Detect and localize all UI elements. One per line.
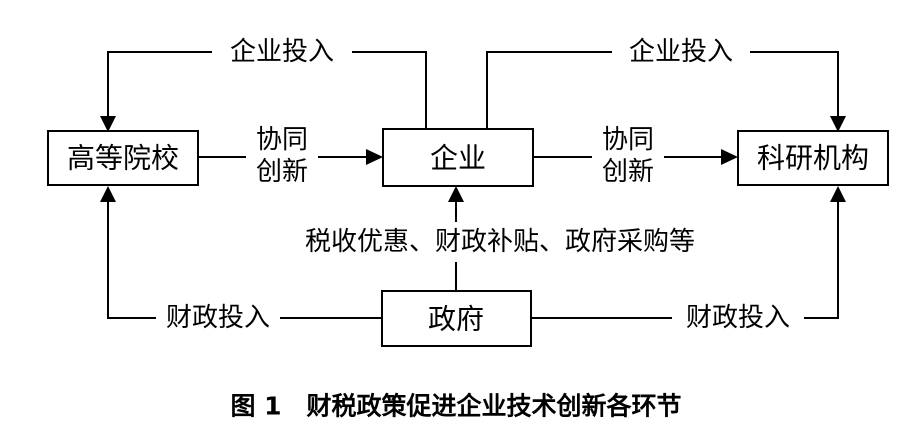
label-enterprise-to-universities: 企业投入 (230, 37, 334, 67)
edge-enterprise-to-universities-left (107, 51, 212, 118)
label-government-to-research: 财政投入 (686, 303, 790, 333)
node-research: 科研机构 (737, 130, 889, 186)
edge-government-to-universities-b (107, 200, 156, 319)
edge-enterprise-to-research (486, 51, 612, 128)
node-government: 政府 (381, 290, 532, 347)
node-universities-label: 高等院校 (67, 142, 179, 175)
label-enterprise-to-research: 企业投入 (629, 37, 733, 67)
edge-enterprise-to-research-right (750, 51, 839, 118)
node-universities: 高等院校 (47, 130, 199, 186)
figure-caption: 图 1 财税政策促进企业技术创新各环节 (230, 392, 681, 421)
edge-government-to-research-b (804, 200, 839, 319)
label-collab-left-line1: 协同 (256, 125, 308, 155)
node-research-label: 科研机构 (757, 142, 869, 175)
arrowhead-into-research-left (721, 149, 738, 165)
connectors (100, 51, 846, 319)
label-government-to-universities: 财政投入 (166, 303, 270, 333)
arrowhead-into-enterprise-bottom (448, 186, 464, 202)
arrowhead-into-universities-bottom (100, 186, 116, 202)
arrowhead-into-enterprise-left (366, 149, 383, 165)
node-enterprise-label: 企业 (430, 142, 486, 175)
label-collab-left-line2: 创新 (256, 157, 308, 187)
arrowhead-into-universities (100, 116, 116, 132)
arrowhead-into-research-top (830, 116, 846, 132)
label-government-to-enterprise: 税收优惠、财政补贴、政府采购等 (305, 227, 695, 257)
node-government-label: 政府 (428, 303, 484, 336)
label-collab-right-line1: 协同 (602, 125, 654, 155)
node-enterprise: 企业 (382, 128, 534, 187)
edge-enterprise-to-universities (352, 51, 427, 128)
arrowhead-into-research-bottom (830, 186, 846, 202)
label-collab-right-line2: 创新 (602, 157, 654, 187)
